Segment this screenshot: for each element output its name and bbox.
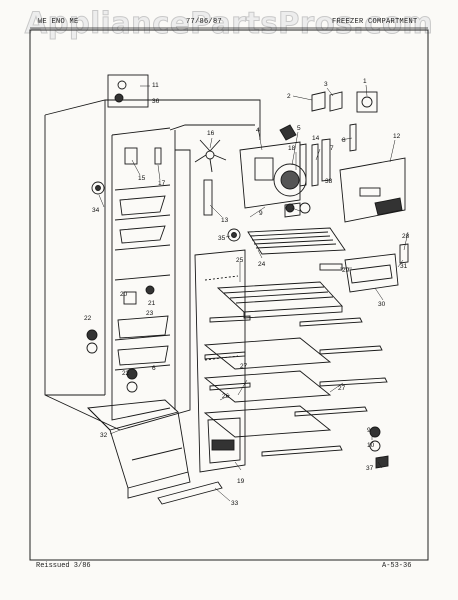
wire-shelves <box>216 227 346 319</box>
callout-1: 1 <box>363 78 367 85</box>
callout-22b: 22 <box>122 370 130 377</box>
callout-12: 12 <box>393 133 401 140</box>
callout-numbers: 1 2 3 4 5 7 8 9 12 13 14 15 16 17 18 19 … <box>84 78 410 507</box>
callout-27a: 27 <box>240 363 248 370</box>
callout-13: 13 <box>221 217 229 224</box>
callout-14: 14 <box>312 135 320 142</box>
control-components <box>284 91 409 293</box>
callout-5: 5 <box>297 125 301 132</box>
callout-21: 21 <box>148 300 156 307</box>
freezer-basket <box>87 399 191 499</box>
kick-plate <box>157 481 223 505</box>
header-left-label: WE ENO ME <box>38 18 79 26</box>
callout-17: 17 <box>158 180 166 187</box>
callout-6: 6 <box>152 365 156 372</box>
callout-11: 11 <box>152 82 159 89</box>
callout-26: 26 <box>222 393 230 400</box>
callout-23: 23 <box>146 310 154 317</box>
callout-33: 33 <box>231 500 239 507</box>
callout-8: 8 <box>342 137 346 144</box>
footer-page-code: A-53-36 <box>382 562 412 570</box>
callout-10: 10 <box>367 442 375 449</box>
callout-27b: 27 <box>338 385 346 392</box>
callout-22a: 22 <box>84 315 92 322</box>
header-model-label: 77/86/87 <box>186 18 223 26</box>
callout-3: 3 <box>324 81 328 88</box>
callout-9: 9 <box>259 210 263 217</box>
callout-37: 37 <box>366 465 374 472</box>
callout-20: 20 <box>120 291 128 298</box>
glass-shelves <box>203 315 388 457</box>
cabinet-body <box>44 99 261 431</box>
callout-24: 24 <box>258 261 266 268</box>
footer-reissue-date: Reissued 3/86 <box>36 562 91 570</box>
rear-panel <box>194 249 246 473</box>
callout-25: 25 <box>236 257 244 264</box>
bottom-right-parts <box>285 203 389 469</box>
drawing-frame <box>29 29 429 561</box>
callout-34: 34 <box>92 207 100 214</box>
callout-32: 32 <box>100 432 108 439</box>
left-side-parts <box>86 74 162 393</box>
watermark-logo: AppliancePartsPros.com <box>24 6 434 41</box>
callout-29: 29 <box>342 267 350 274</box>
callout-4: 4 <box>256 127 260 134</box>
callout-9b: 9 <box>367 427 371 434</box>
callout-35: 35 <box>218 235 226 242</box>
callout-36: 36 <box>152 98 160 105</box>
callout-16: 16 <box>207 130 215 137</box>
leader-lines <box>98 84 409 502</box>
callout-7: 7 <box>330 145 334 152</box>
callout-19: 19 <box>237 478 245 485</box>
callout-38: 38 <box>325 178 333 185</box>
callout-15: 15 <box>138 175 146 182</box>
callout-31: 31 <box>400 263 408 270</box>
header-section-title: FREEZER COMPARTMENT <box>332 18 418 26</box>
fan-motor-assembly <box>194 124 307 242</box>
callout-30: 30 <box>378 301 386 308</box>
callout-28: 28 <box>402 233 410 240</box>
callout-2: 2 <box>287 93 291 100</box>
callout-18: 18 <box>288 145 296 152</box>
